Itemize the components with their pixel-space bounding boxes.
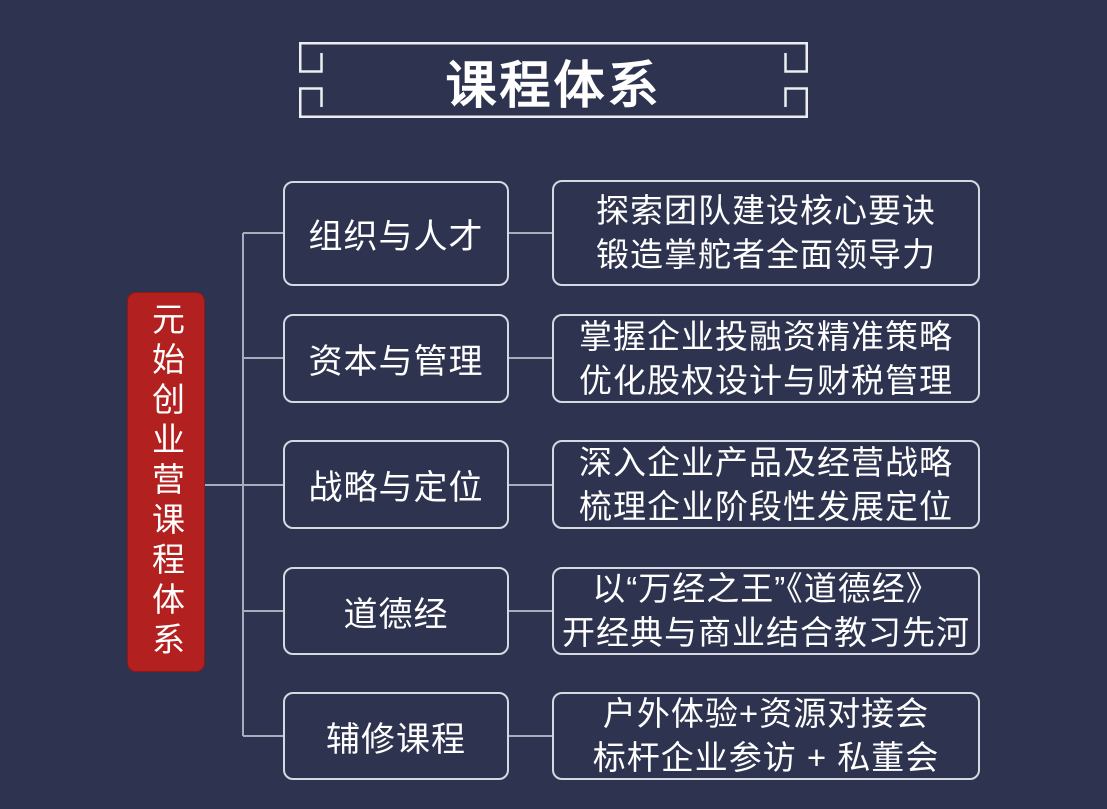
description-line: 梳理企业阶段性发展定位 [579, 487, 953, 525]
category-box-4: 道德经 [283, 567, 509, 655]
description-line: 优化股权设计与财税管理 [579, 361, 953, 399]
category-box-3: 战略与定位 [283, 440, 509, 529]
greek-key-frame-icon [299, 42, 808, 118]
title-frame: 课程体系 [299, 42, 808, 118]
description-line: 探索团队建设核心要诀 [596, 192, 936, 229]
description-box-4: 以“万经之王”《道德经》 开经典与商业结合教习先河 [552, 567, 980, 655]
description-line: 掌握企业投融资精准策略 [579, 317, 953, 355]
category-label-5: 辅修课程 [326, 720, 466, 759]
description-line: 户外体验+资源对接会 [602, 695, 930, 732]
category-box-1: 组织与人才 [283, 181, 509, 286]
description-line: 锻造掌舵者全面领导力 [596, 236, 936, 273]
description-line: 开经典与商业结合教习先河 [562, 614, 970, 651]
category-box-5: 辅修课程 [283, 692, 509, 780]
description-line: 以“万经之王”《道德经》 [592, 570, 940, 607]
category-label-1: 组织与人才 [308, 218, 484, 256]
category-label-2: 资本与管理 [308, 343, 484, 381]
category-label-4: 道德经 [343, 595, 449, 634]
page-title: 课程体系 [445, 57, 662, 114]
category-box-2: 资本与管理 [283, 314, 509, 403]
root-node: 元始创业营课程体系 [127, 292, 205, 672]
description-box-5: 户外体验+资源对接会 标杆企业参访 + 私董会 [552, 692, 980, 780]
description-box-2: 掌握企业投融资精准策略 优化股权设计与财税管理 [552, 314, 980, 403]
root-node-label: 元始创业营课程体系 [147, 302, 185, 662]
description-box-3: 深入企业产品及经营战略 梳理企业阶段性发展定位 [552, 440, 980, 529]
description-line: 标杆企业参访 + 私董会 [592, 739, 940, 776]
description-box-1: 探索团队建设核心要诀 锻造掌舵者全面领导力 [552, 180, 980, 286]
description-line: 深入企业产品及经营战略 [579, 443, 953, 481]
category-label-3: 战略与定位 [308, 469, 484, 507]
